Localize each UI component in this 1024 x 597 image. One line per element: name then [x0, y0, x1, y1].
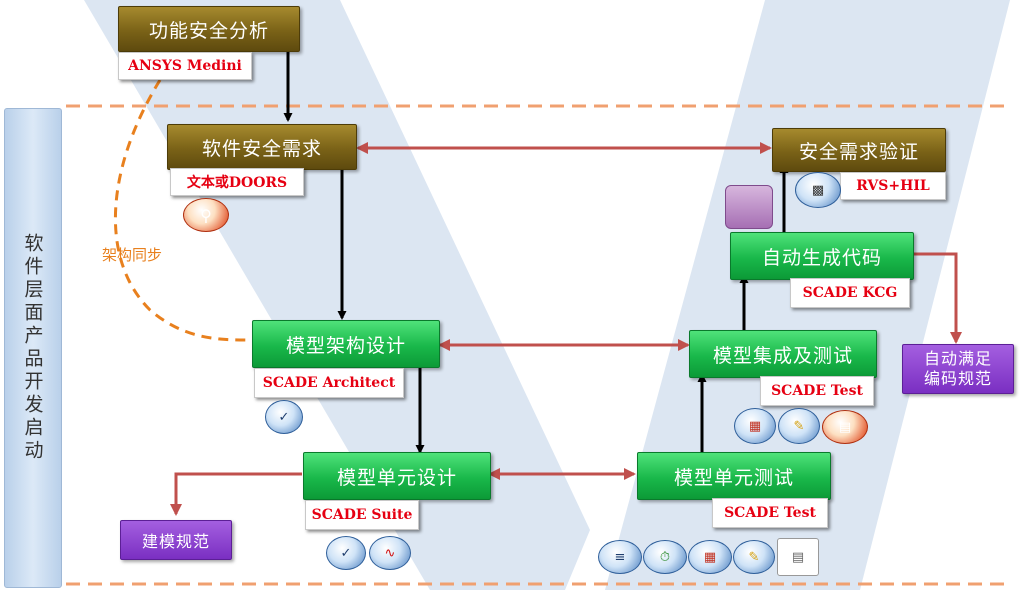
document-icon: ▤: [822, 410, 868, 444]
unit-design-tool: SCADE Suite: [305, 500, 419, 530]
architecture-design-tool: SCADE Architect: [254, 368, 404, 398]
test-report-icon: ✎: [778, 408, 820, 444]
requirements-verification-node[interactable]: 安全需求验证: [772, 128, 946, 172]
test-report-icon: ▦: [688, 540, 732, 574]
integration-test-tool: SCADE Test: [760, 376, 874, 406]
unit-test-node[interactable]: 模型单元测试: [637, 452, 831, 500]
test-report-icon: ≡: [598, 540, 642, 574]
coding-standard-box[interactable]: 自动满足 编码规范: [902, 344, 1014, 394]
functional-safety-node[interactable]: 功能安全分析: [118, 6, 300, 52]
code-generation-tool: SCADE KCG: [790, 278, 910, 308]
database-cubes-icon: [725, 185, 773, 229]
integration-test-node[interactable]: 模型集成及测试: [689, 330, 877, 378]
sidebar-label: 软件层面产品开发启动: [21, 233, 44, 463]
functional-safety-tool: ANSYS Medini: [118, 52, 252, 80]
checkmark-icon: ✓: [265, 400, 303, 434]
software-requirements-tool: 文本或DOORS: [170, 168, 304, 196]
architecture-design-node[interactable]: 模型架构设计: [252, 320, 440, 368]
unit-design-node[interactable]: 模型单元设计: [303, 452, 491, 500]
magnifier-icon: ⚲: [183, 198, 229, 232]
software-requirements-node[interactable]: 软件安全需求: [167, 124, 357, 170]
hardware-board-icon: ▩: [795, 172, 841, 208]
test-report-icon: ⏱: [643, 540, 687, 574]
sidebar-phase-label: 软件层面产品开发启动: [4, 108, 62, 588]
waveform-icon: ∿: [369, 536, 411, 570]
requirements-verification-tool: RVS+HIL: [840, 172, 946, 200]
code-generation-node[interactable]: 自动生成代码: [730, 232, 914, 280]
test-report-icon: ▦: [734, 408, 776, 444]
test-report-icon: ✎: [733, 540, 775, 574]
sync-label: 架构同步: [102, 246, 163, 264]
sync-curve: [113, 79, 251, 342]
modeling-standard-box[interactable]: 建模规范: [120, 520, 232, 560]
unit-test-tool: SCADE Test: [712, 498, 828, 528]
checkmark-icon: ✓: [326, 536, 366, 570]
document-icon: ▤: [777, 538, 819, 576]
